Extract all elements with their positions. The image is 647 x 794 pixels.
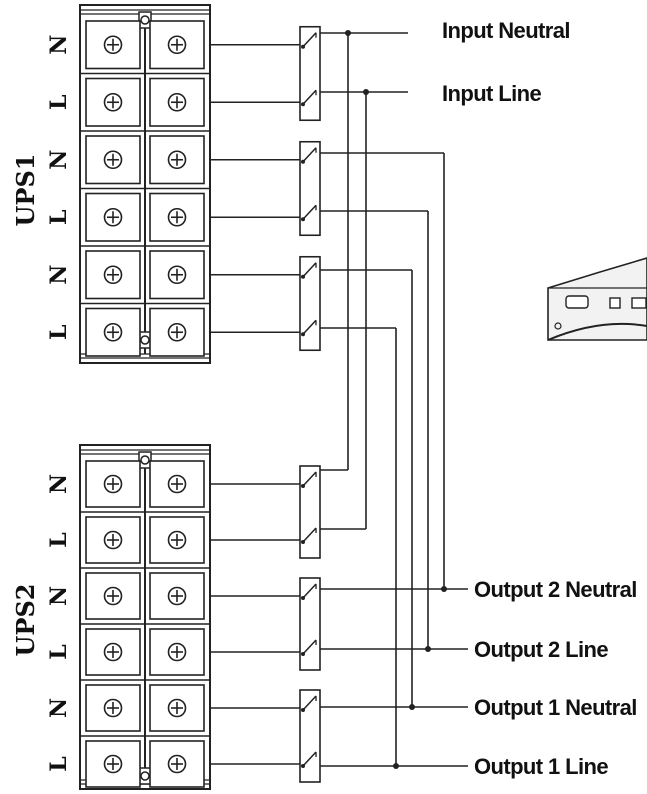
- terminal-label: N: [46, 474, 72, 494]
- terminal-cell: [149, 135, 205, 185]
- screw-icon: [167, 150, 187, 170]
- screw-icon: [103, 207, 123, 227]
- screw-icon: [167, 754, 187, 774]
- screw-icon: [103, 754, 123, 774]
- screw-icon: [167, 586, 187, 606]
- screw-icon: [103, 698, 123, 718]
- terminal-label: N: [46, 586, 72, 606]
- ups1-terminal-block: [79, 4, 211, 364]
- breaker-switch: [299, 577, 321, 671]
- screw-icon: [103, 642, 123, 662]
- terminal-cell: [85, 192, 141, 242]
- screw-icon: [103, 530, 123, 550]
- output2-line-label: Output 2 Line: [474, 637, 608, 662]
- ups2-terminal-labels: N L N L N L: [46, 474, 72, 772]
- screw-icon: [103, 586, 123, 606]
- screw-icon: [167, 474, 187, 494]
- screw-icon: [167, 642, 187, 662]
- breaker-switch: [299, 689, 321, 783]
- terminal-cell: [149, 77, 205, 127]
- terminal-label: N: [46, 698, 72, 718]
- screw-icon: [167, 265, 187, 285]
- ups1-terminal-labels: N L N L N L: [46, 35, 72, 340]
- terminal-cell: [85, 135, 141, 185]
- terminal-cell: [85, 572, 141, 620]
- terminal-wires: [210, 43, 300, 765]
- input-line-label: Input Line: [442, 81, 541, 106]
- terminal-label: L: [46, 95, 72, 110]
- screw-icon: [103, 474, 123, 494]
- bus-wires: [320, 30, 468, 769]
- terminal-label: L: [46, 532, 72, 547]
- ups2-terminal-cells: [80, 460, 210, 788]
- input-neutral-label: Input Neutral: [442, 18, 570, 43]
- breaker-switch: [299, 465, 321, 559]
- output1-neutral-label: Output 1 Neutral: [474, 695, 637, 720]
- breaker-switch: [299, 255, 321, 352]
- output1-line-label: Output 1 Line: [474, 754, 608, 779]
- terminal-label: N: [46, 265, 72, 285]
- screw-icon: [103, 150, 123, 170]
- breaker-switch: [299, 25, 321, 122]
- terminal-label: N: [46, 150, 72, 170]
- terminal-label: L: [46, 325, 72, 340]
- breaker-switches: [299, 25, 321, 783]
- terminal-cell: [85, 684, 141, 732]
- terminal-label: L: [46, 756, 72, 771]
- screw-icon: [103, 265, 123, 285]
- output2-neutral-label: Output 2 Neutral: [474, 577, 637, 602]
- screw-icon: [103, 92, 123, 112]
- screw-icon: [167, 698, 187, 718]
- screw-icon: [103, 35, 123, 55]
- ups1-terminal-cells: [80, 20, 210, 357]
- screw-icon: [103, 322, 123, 342]
- terminal-label: N: [46, 35, 72, 55]
- ups-device-illustration: [547, 257, 647, 341]
- screw-icon: [167, 322, 187, 342]
- terminal-label: L: [46, 644, 72, 659]
- screw-icon: [167, 35, 187, 55]
- screw-icon: [167, 207, 187, 227]
- screw-icon: [167, 530, 187, 550]
- ups2-terminal-block: [79, 444, 211, 790]
- breaker-switch: [299, 140, 321, 237]
- terminal-label: L: [46, 210, 72, 225]
- screw-icon: [167, 92, 187, 112]
- ups1-label: UPS1: [11, 153, 40, 226]
- ups2-label: UPS2: [11, 583, 40, 656]
